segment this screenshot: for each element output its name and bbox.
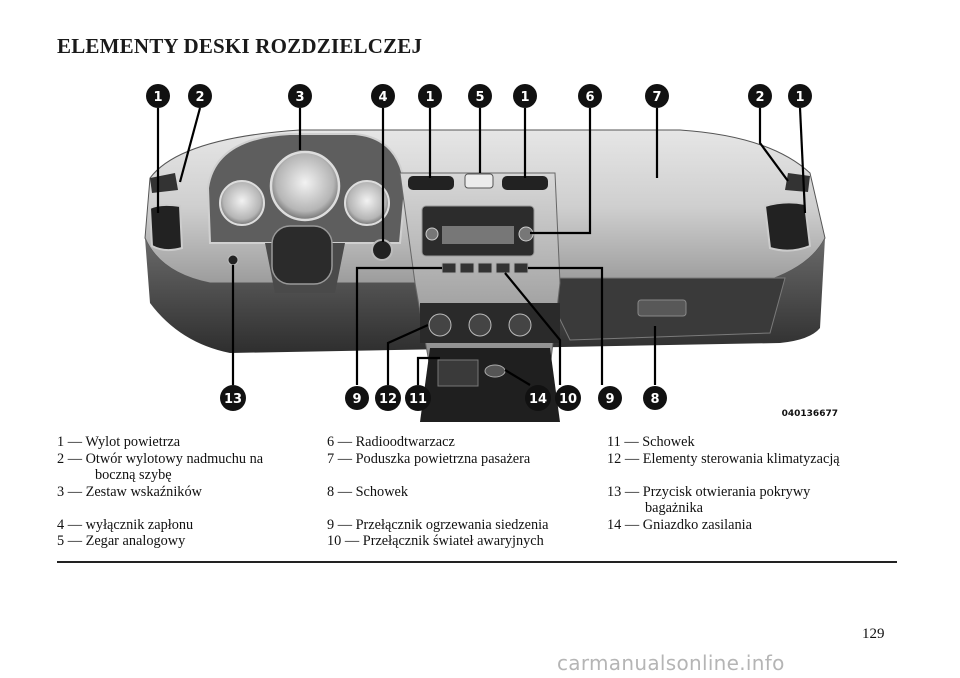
svg-text:4: 4 xyxy=(378,90,387,105)
svg-text:3: 3 xyxy=(295,90,304,105)
legend-column-3: 11 — Schowek 12 — Elementy sterowania kl… xyxy=(607,434,907,533)
callout-3: 3 xyxy=(288,84,312,108)
callout-1a: 1 xyxy=(146,84,170,108)
gauge-center xyxy=(269,150,341,222)
callout-6: 6 xyxy=(578,84,602,108)
analog-clock xyxy=(464,173,494,189)
callout-2a: 2 xyxy=(188,84,212,108)
watermark: carmanualsonline.info xyxy=(557,651,785,675)
ignition-switch xyxy=(371,239,393,261)
dashboard-diagram: 1 2 3 4 1 5 1 6 7 2 1 13 9 12 11 14 10 9… xyxy=(144,84,838,422)
svg-text:11: 11 xyxy=(409,392,427,407)
svg-text:6: 6 xyxy=(585,90,594,105)
callout-1d: 1 xyxy=(788,84,812,108)
center-vent-right xyxy=(502,176,548,190)
legend-column-1: 1 — Wylot powietrza 2 — Otwór wylotowy n… xyxy=(57,434,327,550)
legend-spacer xyxy=(327,467,607,484)
climate-knob-center xyxy=(468,313,492,337)
gauge-right xyxy=(344,180,390,226)
legend-item: 1 — Wylot powietrza xyxy=(57,434,181,450)
switch-row xyxy=(441,262,529,274)
svg-text:1: 1 xyxy=(425,90,434,105)
callout-4: 4 xyxy=(371,84,395,108)
gauge-left xyxy=(219,180,265,226)
svg-text:9: 9 xyxy=(352,392,361,407)
right-demister xyxy=(785,173,810,192)
callout-5: 5 xyxy=(468,84,492,108)
callout-7: 7 xyxy=(645,84,669,108)
legend-item: 12 — Elementy sterowania klimatyzacją xyxy=(607,450,840,467)
callout-14: 14 xyxy=(525,385,551,411)
legend-item: 6 — Radioodtwarzacz xyxy=(327,434,455,450)
svg-text:7: 7 xyxy=(652,90,661,105)
legend-item-continuation: boczną szybę xyxy=(95,467,172,483)
svg-text:9: 9 xyxy=(605,392,614,407)
climate-knob-right xyxy=(508,313,532,337)
svg-text:1: 1 xyxy=(795,90,804,105)
legend-column-2: 6 — Radioodtwarzacz 7 — Poduszka powietr… xyxy=(327,434,607,550)
callout-2b: 2 xyxy=(748,84,772,108)
page-number: 129 xyxy=(862,626,885,642)
radio-display xyxy=(442,226,514,244)
svg-text:14: 14 xyxy=(529,392,547,407)
svg-text:10: 10 xyxy=(559,392,577,407)
svg-text:13: 13 xyxy=(224,392,242,407)
svg-text:8: 8 xyxy=(650,392,659,407)
svg-text:1: 1 xyxy=(520,90,529,105)
center-vent-left xyxy=(408,176,454,190)
climate-knob-left xyxy=(428,313,452,337)
legend-spacer xyxy=(327,500,607,517)
power-outlet xyxy=(484,364,506,378)
bottom-callouts: 13 9 12 11 14 10 9 8 xyxy=(220,385,667,411)
right-side-vent xyxy=(763,201,812,252)
legend-item: 14 — Gniazdko zasilania xyxy=(607,516,752,533)
top-callouts: 1 2 3 4 1 5 1 6 7 2 1 xyxy=(146,84,812,108)
callout-10: 10 xyxy=(555,385,581,411)
callout-9b: 9 xyxy=(598,386,622,410)
glovebox-handle xyxy=(637,299,687,317)
callout-1c: 1 xyxy=(513,84,537,108)
leader-lines xyxy=(156,107,807,386)
legend-item: 3 — Zestaw wskaźników xyxy=(57,483,202,500)
svg-text:12: 12 xyxy=(379,392,397,407)
legend-spacer xyxy=(57,500,327,517)
svg-text:2: 2 xyxy=(755,90,764,105)
legend-item: 5 — Zegar analogowy xyxy=(57,533,186,549)
legend-item-continuation: bagażnika xyxy=(645,500,703,516)
storage-bin xyxy=(437,359,479,387)
callout-1b: 1 xyxy=(418,84,442,108)
svg-text:1: 1 xyxy=(153,90,162,105)
callout-11: 11 xyxy=(405,385,431,411)
legend-item-text: 2 — Otwór wylotowy nadmuchu na xyxy=(57,450,264,467)
legend-item: 10 — Przełącznik świateł awaryjnych xyxy=(327,533,544,549)
legend-item: 7 — Poduszka powietrzna pasażera xyxy=(327,450,531,467)
callout-13: 13 xyxy=(220,385,246,411)
trunk-release-button xyxy=(227,254,239,266)
callout-8: 8 xyxy=(643,386,667,410)
left-side-vent xyxy=(148,203,184,252)
legend-item-text: 13 — Przycisk otwierania pokrywy xyxy=(607,483,811,500)
page-title: ELEMENTY DESKI ROZDZIELCZEJ xyxy=(57,34,423,58)
image-code: 040136677 xyxy=(782,409,838,419)
dashboard-illustration: 1 2 3 4 1 5 1 6 7 2 1 13 9 12 11 14 10 9… xyxy=(120,78,850,422)
legend-item: 11 — Schowek xyxy=(607,434,695,450)
radio-knob-left xyxy=(425,227,439,241)
legend-spacer xyxy=(607,467,907,484)
legend-item: 9 — Przełącznik ogrzewania siedzenia xyxy=(327,516,549,533)
divider-rule xyxy=(57,561,897,563)
callout-12: 12 xyxy=(375,385,401,411)
callout-9a: 9 xyxy=(345,386,369,410)
svg-text:2: 2 xyxy=(195,90,204,105)
legend-item: 4 — wyłącznik zapłonu xyxy=(57,516,194,533)
legend-item: 8 — Schowek xyxy=(327,483,409,500)
steering-hub xyxy=(271,225,333,285)
svg-text:5: 5 xyxy=(475,90,484,105)
